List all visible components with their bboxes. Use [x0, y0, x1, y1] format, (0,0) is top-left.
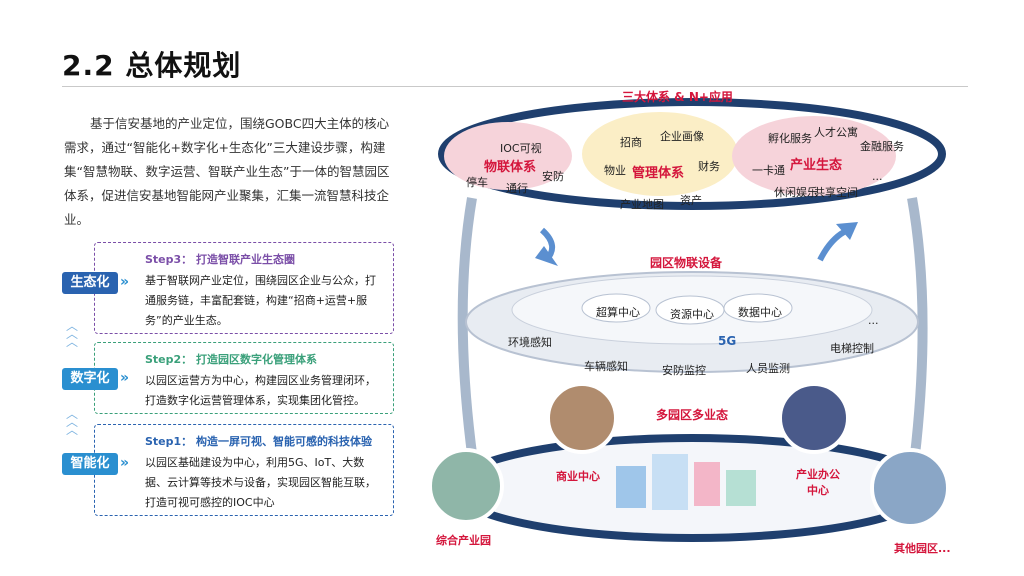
park-photo — [870, 448, 950, 528]
arrow-down-icon — [535, 246, 558, 266]
mgmt-item: 企业画像 — [660, 130, 704, 143]
industry-item: 共享空间 — [814, 186, 858, 199]
iot-devices-title: 园区物联设备 — [650, 256, 723, 270]
diagram-top-title: 三大体系 & N+应用 — [622, 90, 733, 104]
park-label: 产业办公中心 — [796, 468, 840, 497]
step1-box: Step1： 构造一屏可视、智能可感的科技体验 以园区基础建设为中心，利用5G、… — [94, 424, 394, 516]
park-photo — [778, 382, 850, 454]
step2-box: Step2： 打造园区数字化管理体系 以园区运营方为中心，构建园区业务管理闭环，… — [94, 342, 394, 414]
chevron-right-icon: » — [120, 274, 130, 290]
iot-system-label: 物联体系 — [484, 160, 537, 175]
chevron-up-icon: ︿︿︿ — [66, 319, 79, 349]
iot-item: 停车 — [466, 176, 488, 189]
park-label: 其他园区... — [894, 542, 951, 555]
industry-item: 人才公寓 — [814, 126, 858, 139]
industry-item: 金融服务 — [860, 140, 904, 153]
chevron-right-icon: » — [120, 370, 130, 386]
ring-item: 电梯控制 — [830, 342, 874, 355]
industry-item: 休闲娱乐 — [774, 186, 818, 199]
step1-title: Step1： 构造一屏可视、智能可感的科技体验 — [145, 435, 372, 448]
5g-icon: 5G — [718, 334, 737, 348]
ring-item: 环境感知 — [508, 336, 552, 349]
mgmt-item: 资产 — [680, 194, 702, 207]
tag-ecology: 生态化 — [62, 272, 118, 294]
chevron-up-icon: ︿︿︿ — [66, 407, 79, 437]
tag-digital: 数字化 — [62, 368, 118, 390]
title-divider — [62, 86, 968, 87]
page-title: 2.2 总体规划 — [62, 49, 242, 82]
iot-item: 安防 — [542, 170, 564, 183]
ring-item: ... — [868, 314, 879, 327]
industry-area — [732, 116, 896, 196]
multi-title: 多园区多业态 — [656, 408, 729, 422]
mgmt-item: 财务 — [698, 160, 720, 173]
mgmt-system-area — [582, 112, 738, 196]
step3-text: 基于智联网产业定位，围绕园区企业与公众，打通服务链，丰富配套链，构建“招商+运营… — [145, 274, 376, 327]
park-label: 综合产业园 — [436, 534, 491, 547]
step2-title: Step2： 打造园区数字化管理体系 — [145, 353, 317, 366]
architecture-diagram — [428, 98, 950, 542]
park-photo — [428, 448, 504, 524]
step2-text: 以园区运营方为中心，构建园区业务管理闭环，打造数字化运营管理体系，实现集团化管控… — [145, 374, 376, 407]
tag-intelligent: 智能化 — [62, 453, 118, 475]
ring-item: 人员监测 — [746, 362, 790, 375]
step1-text: 以园区基础建设为中心，利用5G、IoT、大数据、云计算等技术与设备，实现园区智能… — [145, 456, 376, 509]
ring-item: 车辆感知 — [584, 360, 628, 373]
mgmt-item: 产业地图 — [620, 198, 664, 211]
iot-item: 通行 — [506, 182, 528, 195]
iot-item: IOC可视 — [500, 142, 542, 155]
arrow-up-icon — [836, 222, 858, 240]
industry-label: 产业生态 — [790, 158, 843, 173]
chevron-right-icon: » — [120, 455, 130, 471]
iot-system-area — [444, 122, 572, 190]
step3-title: Step3： 打造智联产业生态圈 — [145, 253, 295, 266]
park-photo — [546, 382, 618, 454]
industry-item: ... — [872, 170, 883, 183]
mgmt-system-label: 管理体系 — [632, 166, 685, 181]
cloud-icon — [581, 293, 651, 323]
intro-paragraph: 基于信安基地的产业定位，围绕GOBC四大主体的核心需求，通过“智能化+数字化+生… — [64, 116, 390, 227]
mgmt-item: 招商 — [620, 136, 642, 149]
industry-item: 孵化服务 — [768, 132, 812, 145]
ring-item: 安防监控 — [662, 364, 706, 377]
step3-box: Step3： 打造智联产业生态圈 基于智联网产业定位，围绕园区企业与公众，打通服… — [94, 242, 394, 334]
cloud-label: 超算中心 — [596, 306, 640, 319]
cloud-label: 资源中心 — [670, 308, 714, 321]
cloud-icon — [723, 293, 793, 323]
cloud-label: 数据中心 — [738, 306, 782, 319]
mgmt-item: 物业 — [604, 164, 626, 177]
industry-item: 一卡通 — [752, 164, 785, 177]
park-label: 商业中心 — [556, 470, 600, 483]
